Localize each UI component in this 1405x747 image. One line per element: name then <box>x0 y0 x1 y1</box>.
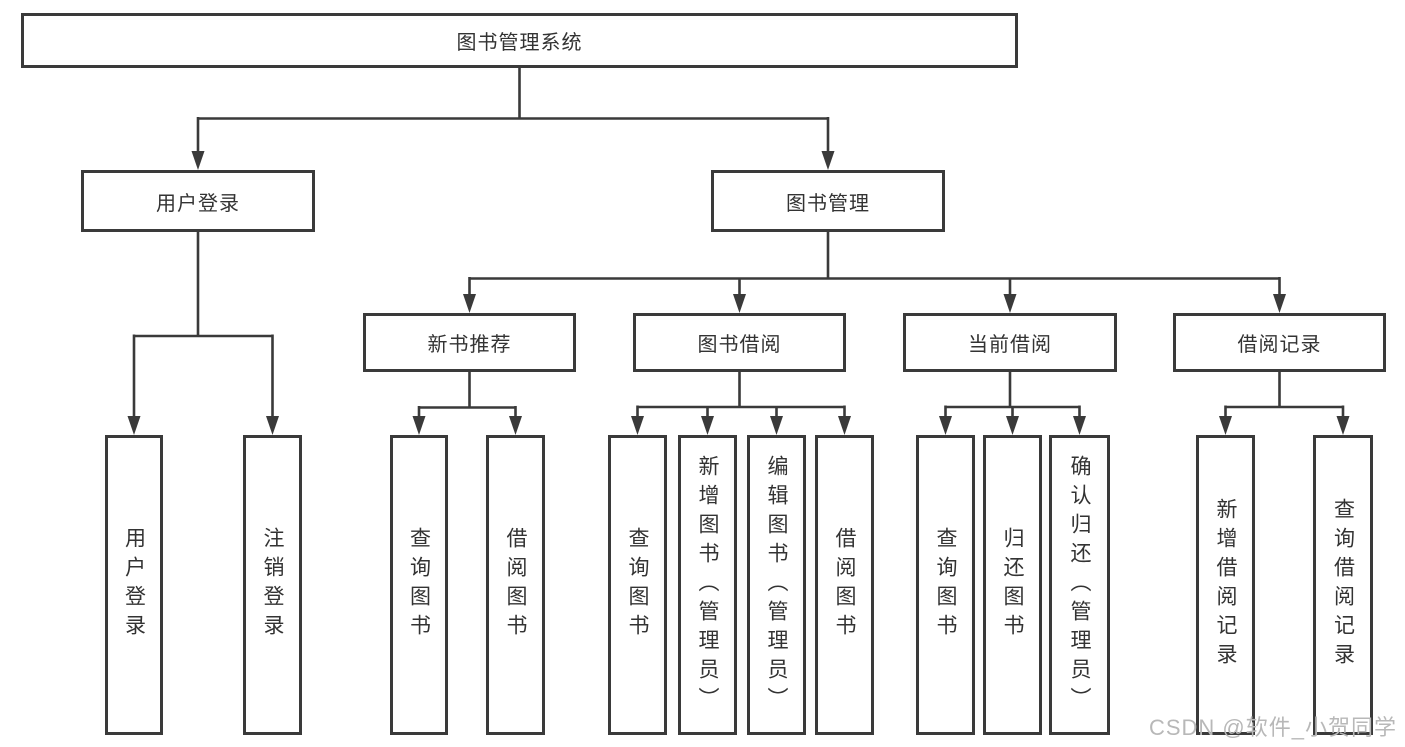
leaf-query-borrow-record: 查询借阅记录 <box>1313 435 1373 735</box>
leaf-borrow-books: 借阅图书 <box>486 435 545 735</box>
leaf-label: 归还图书 <box>1001 527 1024 643</box>
connector-borrowing-records-to-leaves <box>1219 372 1350 435</box>
leaf-label: 新增借阅记录 <box>1214 498 1237 672</box>
leaf-label: 编辑图书（管理员） <box>765 454 788 716</box>
leaf-label: 确认归还（管理员） <box>1068 454 1091 716</box>
csdn-watermark: CSDN @软件_小贺同学 <box>1148 715 1397 740</box>
node-book-management: 图书管理 <box>711 170 945 232</box>
leaf-label: 新增图书（管理员） <box>696 454 719 716</box>
leaf-label: 注销登录 <box>261 527 284 643</box>
leaf-label: 查询图书 <box>934 527 957 643</box>
node-library-management-system: 图书管理系统 <box>21 13 1018 68</box>
node-new-book-recommend: 新书推荐 <box>363 313 576 372</box>
leaf-return-book: 归还图书 <box>983 435 1042 735</box>
leaf-add-book-admin: 新增图书（管理员） <box>678 435 737 735</box>
leaf-user-login: 用户登录 <box>105 435 163 735</box>
node-label: 图书管理 <box>786 192 870 215</box>
connector-user-login-to-leaves <box>127 232 279 435</box>
node-label: 借阅记录 <box>1237 334 1322 356</box>
leaf-logout: 注销登录 <box>243 435 302 735</box>
node-label: 新书推荐 <box>427 334 512 356</box>
leaf-label: 借阅图书 <box>504 527 527 643</box>
leaf-query-books: 查询图书 <box>916 435 975 735</box>
leaf-label: 查询图书 <box>626 527 649 643</box>
connector-book-borrowing-to-leaves <box>631 372 851 435</box>
leaf-label: 借阅图书 <box>833 527 856 643</box>
node-current-borrowing: 当前借阅 <box>903 313 1117 372</box>
leaf-query-books: 查询图书 <box>390 435 448 735</box>
leaf-query-books: 查询图书 <box>608 435 667 735</box>
leaf-borrow-books: 借阅图书 <box>815 435 874 735</box>
leaf-confirm-return-admin: 确认归还（管理员） <box>1049 435 1110 735</box>
leaf-edit-book-admin: 编辑图书（管理员） <box>747 435 806 735</box>
leaf-label: 查询借阅记录 <box>1331 498 1355 672</box>
leaf-label: 查询图书 <box>407 527 431 643</box>
connector-current-borrowing-to-leaves <box>939 372 1086 435</box>
leaf-add-borrow-record: 新增借阅记录 <box>1196 435 1255 735</box>
node-borrowing-records: 借阅记录 <box>1173 313 1386 372</box>
node-book-borrowing: 图书借阅 <box>633 313 846 372</box>
node-user-login: 用户登录 <box>81 170 315 232</box>
node-label: 图书管理系统 <box>456 32 583 54</box>
connector-new-book-recommend-to-leaves <box>412 372 522 435</box>
node-label: 当前借阅 <box>968 334 1052 356</box>
node-label: 用户登录 <box>156 192 240 215</box>
node-label: 图书借阅 <box>697 334 782 356</box>
connector-book-management-to-level3 <box>463 232 1286 313</box>
leaf-label: 用户登录 <box>122 527 146 643</box>
connector-root-to-level2 <box>191 68 835 170</box>
